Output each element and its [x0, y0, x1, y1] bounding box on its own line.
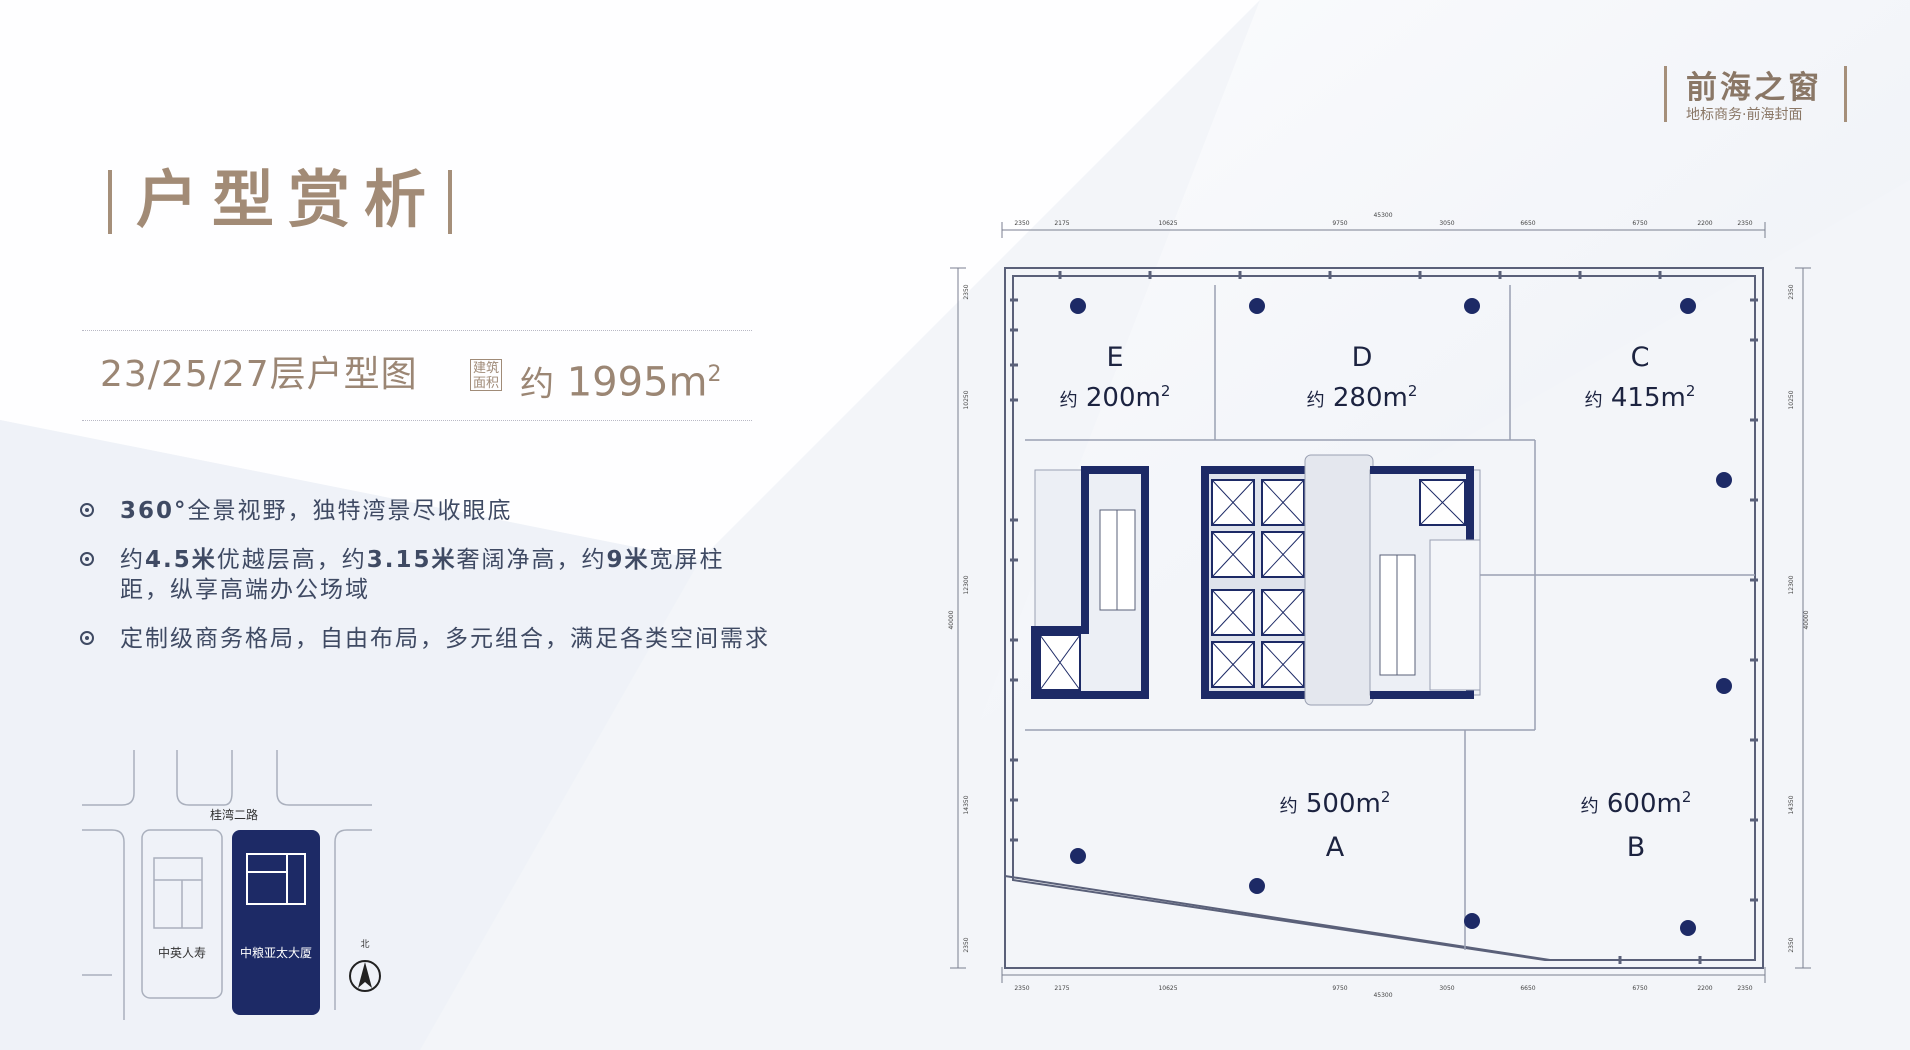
area-badge: 建筑 面积 — [470, 359, 502, 391]
floor-plan: 45300 45300 2350 2175 10625 9750 3050 66… — [948, 212, 1811, 999]
dim-segment: 2175 — [1054, 985, 1069, 992]
dim-segment: 10625 — [1158, 985, 1177, 992]
feature-text: 优越层高，约 — [216, 547, 367, 573]
dim-side: 2350 — [1788, 937, 1795, 952]
dim-segment: 2350 — [1737, 985, 1752, 992]
title-bar-left — [108, 170, 112, 234]
feature-text: 约 — [120, 547, 145, 573]
brand-bar-left — [1664, 66, 1667, 122]
unit-labels: E 约 200m2 D 约 280m2 C 约 415m2 约 500m2 A … — [1060, 342, 1696, 863]
dim-side-overall: 40000 — [1803, 610, 1810, 629]
unit-id-c: C — [1631, 342, 1650, 373]
brand-subtitle: 地标商务·前海封面 — [1686, 107, 1803, 123]
dim-segment: 10625 — [1158, 220, 1177, 227]
dim-segment: 9750 — [1332, 985, 1347, 992]
bullet-icon — [80, 503, 94, 517]
dim-segment: 6750 — [1632, 220, 1647, 227]
dim-side: 12300 — [1788, 575, 1795, 594]
location-map: 桂湾二路 中英人寿 中粮亚太大厦 北 — [82, 750, 381, 1020]
title-bar-right — [448, 170, 452, 234]
badge-line1: 建筑 — [472, 361, 499, 376]
area-value: 1995m — [566, 359, 708, 406]
divider-bottom — [82, 420, 752, 421]
area-sup: 2 — [707, 362, 722, 387]
dim-segment: 6650 — [1520, 220, 1535, 227]
dim-segment: 2350 — [1014, 985, 1029, 992]
dim-segment: 6750 — [1632, 985, 1647, 992]
bullet-icon — [80, 631, 94, 645]
dim-side: 2350 — [963, 284, 970, 299]
north-label: 北 — [360, 939, 369, 950]
dim-segment: 3050 — [1439, 985, 1454, 992]
unit-id-a: A — [1326, 832, 1345, 863]
building-right-label: 中粮亚太大厦 — [240, 945, 312, 960]
dim-side: 12300 — [963, 575, 970, 594]
total-area: 约 1995m2 — [520, 350, 721, 409]
building-highlight — [232, 830, 320, 1015]
dim-segment: 3050 — [1439, 220, 1454, 227]
feature-text: 3.15米 — [366, 547, 457, 573]
dim-segment: 9750 — [1332, 220, 1347, 227]
feature-text: 宽屏柱距，纵享高端办公场域 — [120, 547, 725, 603]
road-label: 桂湾二路 — [210, 807, 258, 822]
badge-line2: 面积 — [472, 376, 499, 391]
dim-side: 14350 — [963, 795, 970, 814]
dim-segment: 2200 — [1697, 220, 1712, 227]
dim-segment: 2175 — [1054, 220, 1069, 227]
dim-side: 14350 — [1788, 795, 1795, 814]
dim-side: 10250 — [1788, 390, 1795, 409]
feature-text: 4.5米 — [145, 547, 217, 573]
brand-title: 前海之窗 — [1686, 70, 1822, 106]
unit-area-b: 约 600m2 — [1581, 788, 1692, 819]
building-left-label: 中英人寿 — [158, 945, 206, 960]
feature-item-2: 约4.5米优越层高，约3.15米奢阔净高，约9米宽屏柱距，纵享高端办公场域 — [80, 545, 770, 605]
brand-logo: 前海之窗 地标商务·前海封面 — [1664, 62, 1849, 123]
bullet-icon — [80, 552, 94, 566]
dim-segment: 2200 — [1697, 985, 1712, 992]
feature-text: 奢阔净高，约 — [456, 547, 607, 573]
dim-overall-top: 45300 — [1373, 212, 1392, 219]
dim-side: 10250 — [963, 390, 970, 409]
area-prefix: 约 — [520, 364, 554, 405]
feature-text: 定制级商务格局，自由布局，多元组合，满足各类空间需求 — [120, 626, 770, 652]
outer-walls — [1004, 267, 1764, 969]
page-title-text: 户型赏析 — [136, 163, 441, 236]
floor-plan-heading: 23/25/27层户型图 建筑 面积 约 1995m2 — [100, 350, 750, 405]
dim-segment: 6650 — [1520, 985, 1535, 992]
feature-text: 全景视野，独特湾景尽收眼底 — [187, 498, 513, 524]
dim-side: 2350 — [963, 937, 970, 952]
building-core — [1031, 454, 1481, 706]
north-arrow-icon — [349, 960, 381, 992]
unit-area-e: 约 200m2 — [1060, 382, 1171, 413]
dimension-lines — [950, 222, 1811, 983]
structural-columns — [1070, 298, 1732, 936]
feature-item-3: 定制级商务格局，自由布局，多元组合，满足各类空间需求 — [80, 624, 770, 654]
unit-area-c: 约 415m2 — [1585, 382, 1696, 413]
unit-area-a: 约 500m2 — [1280, 788, 1391, 819]
feature-text: 9米 — [606, 547, 650, 573]
dim-segment: 2350 — [1014, 220, 1029, 227]
dim-side-overall: 40000 — [948, 610, 955, 629]
window-mullions — [1010, 271, 1758, 964]
unit-id-d: D — [1352, 342, 1373, 373]
feature-item-1: 360°全景视野，独特湾景尽收眼底 — [80, 496, 770, 526]
dim-side: 2350 — [1788, 284, 1795, 299]
unit-area-d: 约 280m2 — [1307, 382, 1418, 413]
divider-top — [82, 330, 752, 331]
floor-label: 23/25/27层户型图 — [100, 354, 418, 395]
unit-id-b: B — [1627, 832, 1646, 863]
feature-text: 360° — [120, 498, 188, 524]
unit-id-e: E — [1106, 342, 1123, 373]
brand-bar-right — [1844, 66, 1847, 122]
feature-list: 360°全景视野，独特湾景尽收眼底 约4.5米优越层高，约3.15米奢阔净高，约… — [80, 496, 770, 673]
dim-segment: 2350 — [1737, 220, 1752, 227]
dim-overall-bottom: 45300 — [1373, 992, 1392, 999]
